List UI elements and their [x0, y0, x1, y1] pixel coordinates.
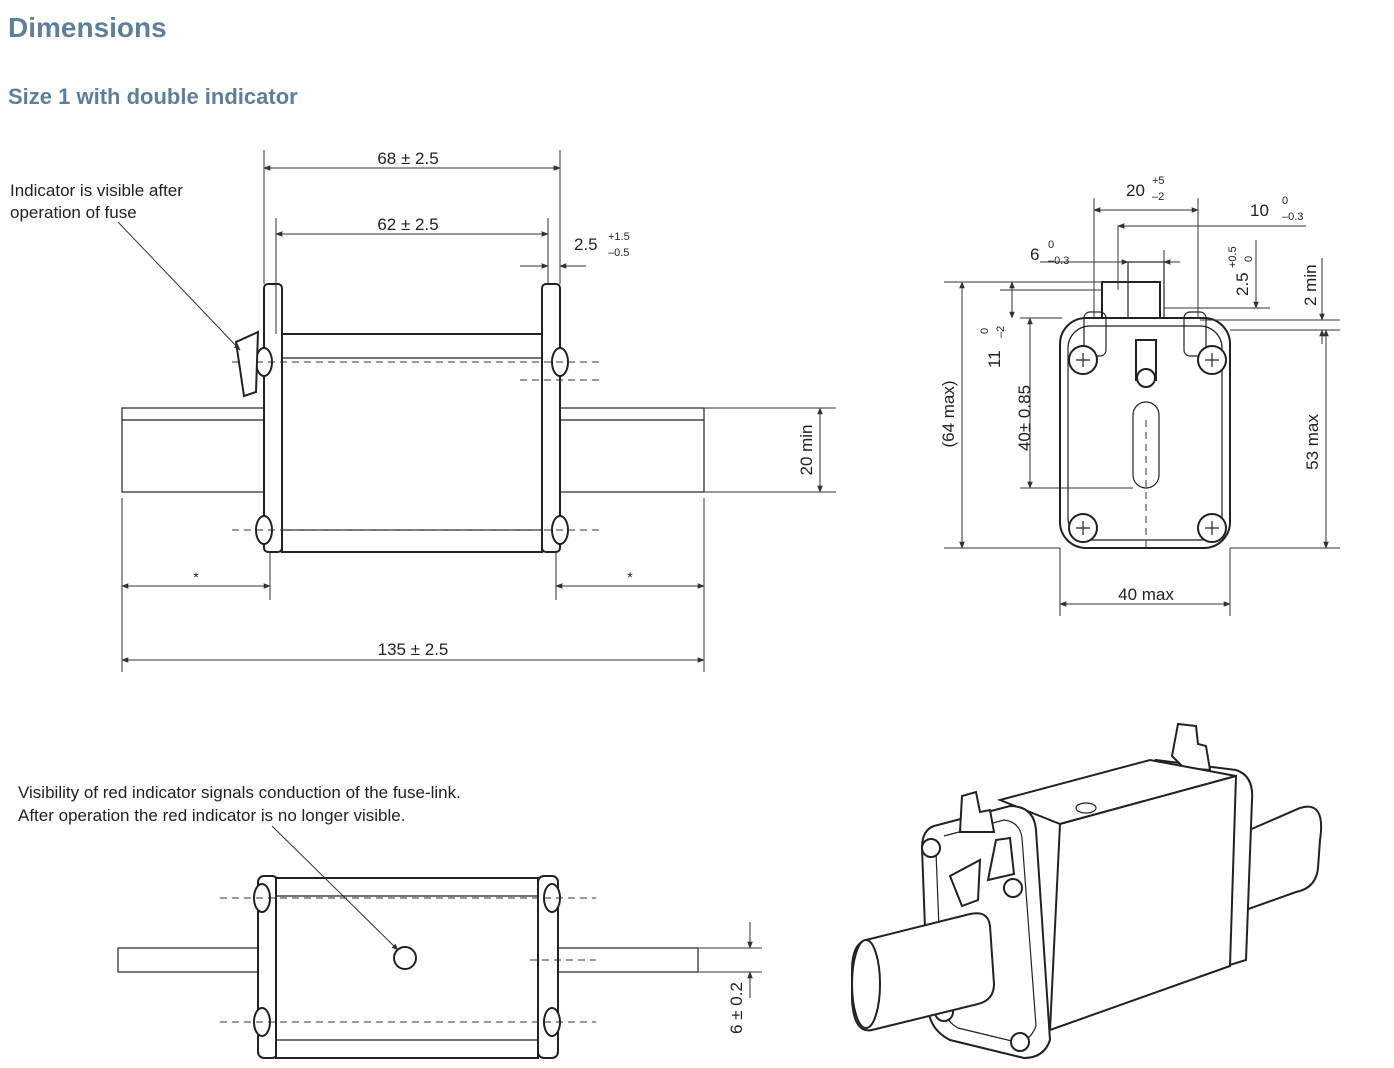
dim-2-5-end-value: 2.5 — [1233, 272, 1252, 296]
dim-6-tol-upper: 0 — [1048, 239, 1054, 251]
top-callout-line-2: After operation the red indicator is no … — [18, 806, 405, 825]
dim-2-5-end-tol-lower: 0 — [1243, 256, 1255, 262]
end-screw-bottom-right — [1197, 513, 1227, 543]
page-title: Dimensions — [8, 12, 167, 43]
page-subtitle: Size 1 with double indicator — [8, 84, 298, 109]
dim-64-max: (64 max) — [939, 380, 958, 447]
dim-20-value: 20 — [1126, 181, 1145, 200]
end-view: 20 +5 –2 10 0 –0.3 6 0 –0.3 2.5 +0.5 0 2… — [939, 175, 1340, 616]
dim-20-tol-upper: +5 — [1152, 175, 1165, 187]
dim-2-5-value: 2.5 — [574, 235, 598, 254]
dim-62: 62 ± 2.5 — [377, 215, 438, 234]
dim-10-value: 10 — [1250, 201, 1269, 220]
isometric-view — [851, 722, 1322, 1060]
dim-10-tol-upper: 0 — [1282, 195, 1288, 207]
end-screw-bottom-left — [1068, 513, 1098, 543]
iso-body-front — [1048, 774, 1238, 1032]
dim-star-left: * — [193, 569, 199, 585]
dim-2-5-tol-upper: +1.5 — [608, 231, 630, 243]
side-view: Indicator is visible after operation of … — [10, 149, 836, 672]
dim-53-max: 53 max — [1303, 414, 1322, 470]
dim-68: 68 ± 2.5 — [377, 149, 438, 168]
end-screw-top-left — [1068, 345, 1098, 375]
top-callout-line-1: Visibility of red indicator signals cond… — [18, 783, 461, 802]
dim-40-tolerance: 40± 0.85 — [1015, 385, 1034, 451]
dim-star-right: * — [627, 569, 633, 585]
side-callout-line-1: Indicator is visible after — [10, 181, 183, 200]
top-left-blade — [117, 947, 271, 973]
dim-20-tol-lower: –2 — [1152, 191, 1164, 203]
dim-11-value: 11 — [985, 350, 1004, 368]
fuse-body — [281, 333, 543, 553]
dim-6-thickness: 6 ± 0.2 — [727, 982, 746, 1034]
red-indicator-window — [393, 946, 417, 970]
dim-2-min: 2 min — [1301, 264, 1320, 306]
side-callout-line-2: operation of fuse — [10, 203, 137, 222]
dim-11-tol-upper: 0 — [979, 328, 991, 334]
top-view: Visibility of red indicator signals cond… — [18, 783, 762, 1059]
iso-front-blade — [851, 912, 996, 1032]
dim-20-min: 20 min — [797, 424, 816, 475]
end-top-tab — [1101, 281, 1161, 319]
dim-2-5-end-tol-upper: +0.5 — [1227, 246, 1239, 268]
indicator-flag — [234, 330, 260, 398]
dim-6-value: 6 — [1030, 245, 1039, 264]
dim-40-max: 40 max — [1118, 585, 1174, 604]
dim-6-tol-lower: –0.3 — [1048, 255, 1069, 267]
dim-2-5-tol-lower: –0.5 — [608, 247, 629, 259]
dim-10-tol-lower: –0.3 — [1282, 211, 1303, 223]
dim-11-tol-lower: –2 — [995, 326, 1007, 338]
right-end-plate — [541, 283, 561, 553]
dim-135: 135 ± 2.5 — [378, 640, 449, 659]
end-screw-top-right — [1197, 345, 1227, 375]
top-right-blade — [551, 947, 699, 973]
left-end-plate — [263, 283, 283, 553]
iso-back-blade — [1239, 805, 1322, 914]
